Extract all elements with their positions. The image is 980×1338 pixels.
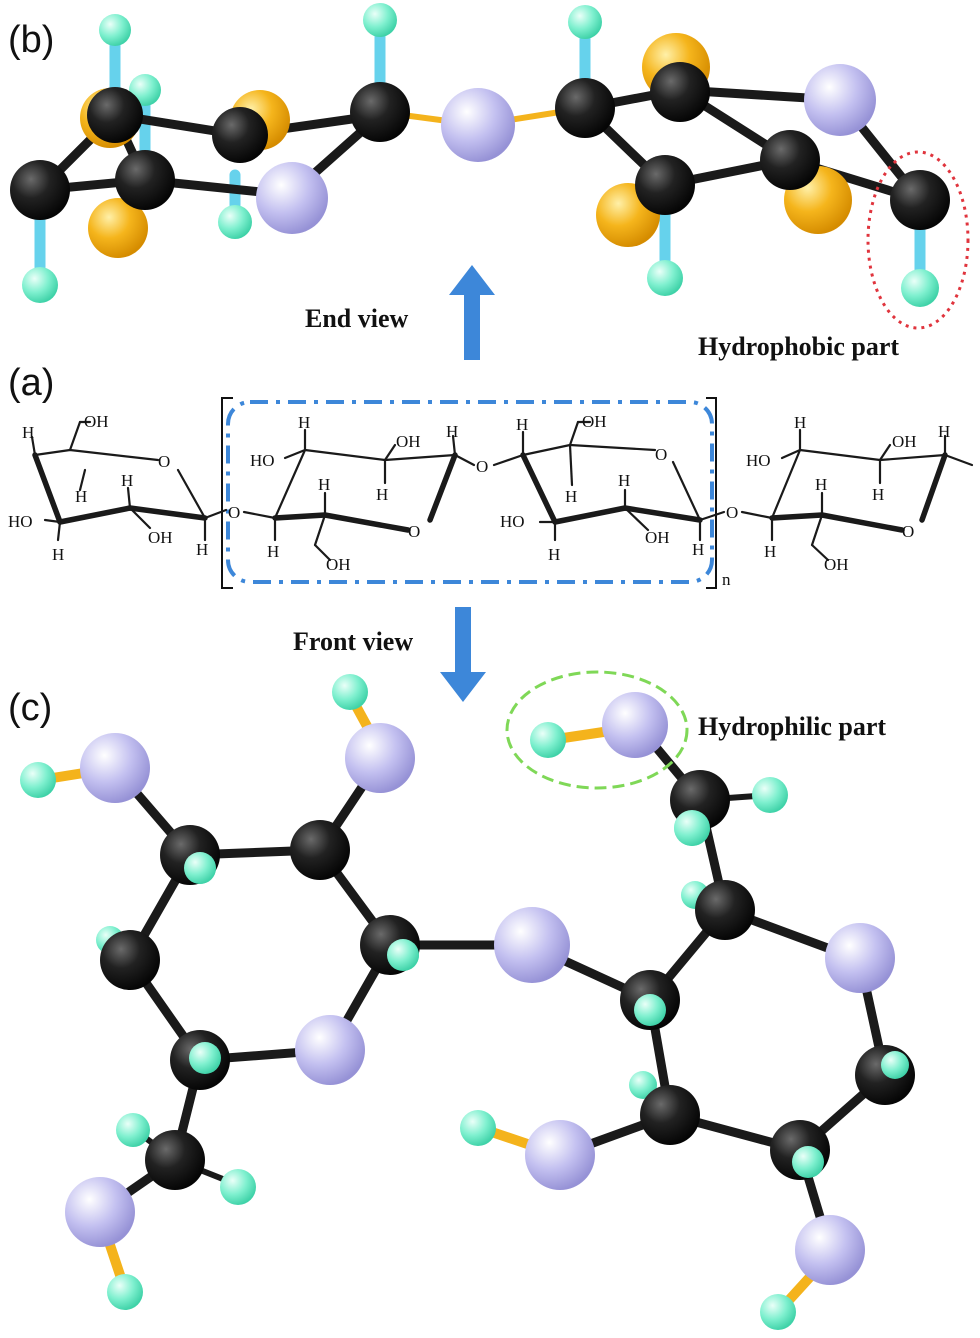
atom-h: H — [446, 422, 458, 441]
repeat-bracket-right — [706, 397, 717, 589]
atom-h: H — [516, 415, 528, 434]
atom-h: H — [794, 413, 806, 432]
hydrophobic-part-marker — [866, 150, 970, 330]
atom-h: H — [376, 485, 388, 504]
atom-h: H — [298, 413, 310, 432]
hydrophobic-part-label: Hydrophobic part — [698, 332, 899, 361]
glucose-ring-4: H HO OH H H O H H OH — [740, 413, 974, 574]
arrow-up-icon — [449, 265, 495, 360]
panel-c-label: (c) — [8, 687, 52, 729]
atom-oh: OH — [582, 412, 607, 431]
ring-oxygen: O — [158, 452, 170, 471]
atom-h: H — [121, 471, 133, 490]
glucose-ring-1: H OH O H H HO H OH H O — [8, 412, 240, 564]
atom-h: H — [75, 487, 87, 506]
end-view-label: End view — [305, 304, 409, 333]
repeat-bracket-left — [221, 397, 233, 589]
atom-h: H — [764, 542, 776, 561]
front-hydrogens-c — [184, 810, 909, 1178]
repeat-unit-highlight-box — [226, 400, 714, 584]
atom-oh: OH — [326, 555, 351, 574]
panel-c-front-view-model: (c) Front view — [8, 607, 915, 1330]
oxygen-atoms-c — [65, 692, 895, 1285]
atom-h: H — [22, 423, 34, 442]
panel-b-end-view-model: (b) — [8, 3, 970, 361]
repeat-count-n: n — [722, 570, 731, 589]
atom-ho: HO — [500, 512, 525, 531]
panel-b-label: (b) — [8, 19, 54, 61]
ring-oxygen: O — [655, 445, 667, 464]
arrow-down-icon — [440, 607, 486, 702]
atom-h: H — [692, 540, 704, 559]
atom-h: H — [267, 542, 279, 561]
panel-a-structure: (a) n H OH O H H — [8, 362, 974, 589]
glycosidic-oxygen: O — [726, 503, 738, 522]
atom-ho: HO — [250, 451, 275, 470]
carbon-atoms-b — [10, 62, 950, 230]
atom-h: H — [196, 540, 208, 559]
atom-oh: OH — [892, 432, 917, 451]
atom-h: H — [815, 475, 827, 494]
carbon-atoms-c — [100, 770, 915, 1190]
hydrophilic-part-label: Hydrophilic part — [698, 712, 886, 741]
atom-oh: OH — [645, 528, 670, 547]
ring-oxygen: O — [902, 522, 914, 541]
atom-h: H — [618, 471, 630, 490]
hydrogen-atoms-b — [22, 3, 939, 307]
glycosidic-oxygen: O — [228, 503, 240, 522]
atom-ho: HO — [746, 451, 771, 470]
glycosidic-oxygen: O — [476, 457, 488, 476]
atom-h: H — [565, 487, 577, 506]
panel-a-label: (a) — [8, 362, 54, 404]
atom-oh: OH — [84, 412, 109, 431]
atom-h: H — [52, 545, 64, 564]
oxygen-atoms-b — [256, 64, 876, 234]
atom-h: H — [872, 485, 884, 504]
atom-oh: OH — [824, 555, 849, 574]
atom-h: H — [318, 475, 330, 494]
atom-ho: HO — [8, 512, 33, 531]
hydrophilic-part-marker — [505, 670, 689, 790]
glucose-ring-2: H HO OH H H O O H H OH — [242, 413, 488, 574]
front-view-label: Front view — [293, 627, 413, 656]
atom-h: H — [938, 422, 950, 441]
atom-h: H — [548, 545, 560, 564]
glucose-ring-3: H OH O H H HO H OH H O — [492, 412, 738, 564]
atom-oh: OH — [396, 432, 421, 451]
ring-oxygen: O — [408, 522, 420, 541]
hydrogen-atoms-c — [20, 674, 909, 1330]
atom-oh: OH — [148, 528, 173, 547]
